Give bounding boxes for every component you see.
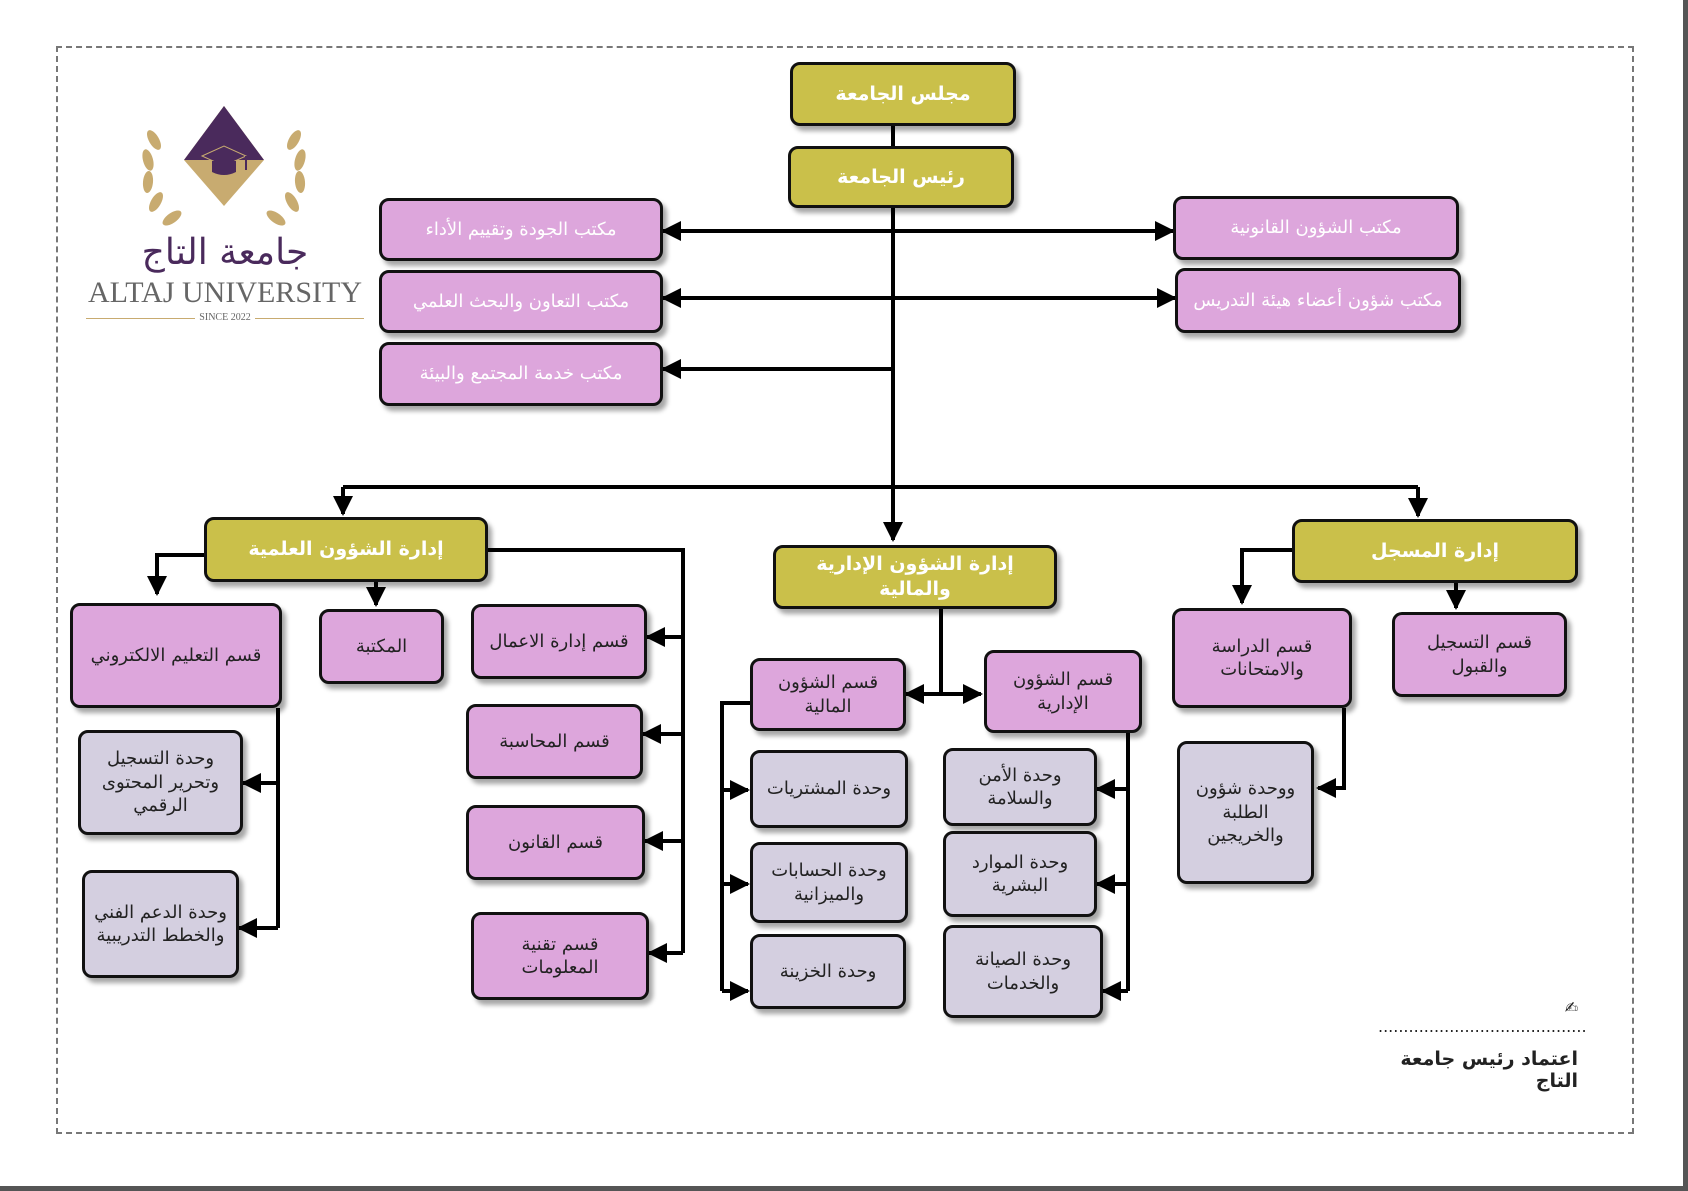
admin-finance-affairs-box: إدارة الشؤون الإدارية والمالية [773, 545, 1057, 609]
office-quality-box: مكتب الجودة وتقييم الأداء [379, 198, 663, 261]
financial-affairs-dept-box: قسم الشؤون المالية [750, 658, 906, 731]
university-president-box: رئيس الجامعة [788, 146, 1014, 208]
library-box: المكتبة [319, 609, 444, 684]
altaj-university-logo: جامعة التاج ALTAJ UNIVERSITY SINCE 2022 [84, 100, 366, 330]
logo-emblem-icon [142, 106, 306, 226]
dashed-page-border [56, 46, 1634, 1134]
university-council-box: مجلس الجامعة [790, 62, 1016, 126]
logo-english-name: ALTAJ UNIVERSITY [88, 276, 362, 309]
scientific-affairs-box: إدارة الشؤون العلمية [204, 517, 488, 582]
office-community-service-box: مكتب خدمة المجتمع والبيئة [379, 342, 663, 406]
signature-line: ✍ ......................................… [1378, 998, 1587, 1036]
elearning-unit-support-box: وحدة الدعم الفني والخطط التدريبية [82, 870, 239, 978]
office-cooperation-research-box: مكتب التعاون والبحث العلمي [379, 270, 663, 333]
unit-security-safety-box: وحدة الأمن والسلامة [943, 748, 1097, 826]
administrative-affairs-dept-box: قسم الشؤون الإدارية [984, 650, 1142, 733]
registration-admission-dept-box: قسم التسجيل والقبول [1392, 612, 1567, 697]
studies-exams-dept-box: قسم الدراسة والامتحانات [1172, 608, 1352, 708]
unit-accounts-budget-box: وحدة الحسابات والميزانية [750, 842, 908, 923]
registrar-box: إدارة المسجل [1292, 519, 1578, 583]
dept-accounting-box: قسم المحاسبة [466, 704, 643, 779]
dept-it-box: قسم تقنية المعلومات [471, 912, 649, 1000]
signature-label: اعتماد رئيس جامعة التاج [1400, 1048, 1578, 1092]
elearning-unit-registration-box: وحدة التسجيل وتحرير المحتوى الرقمي [78, 730, 243, 835]
logo-since: SINCE 2022 [195, 312, 255, 323]
unit-treasury-box: وحدة الخزينة [750, 934, 906, 1009]
unit-maintenance-services-box: وحدة الصيانة والخدمات [943, 925, 1103, 1018]
logo-arabic-name: جامعة التاج [141, 232, 309, 273]
office-faculty-affairs-box: مكتب شؤون أعضاء هيئة التدريس [1175, 268, 1461, 333]
office-legal-affairs-box: مكتب الشؤون القانونية [1173, 196, 1459, 260]
elearning-department-box: قسم التعليم الالكتروني [70, 603, 282, 708]
students-graduates-unit-box: ووحدة شؤون الطلبة والخريجين [1177, 741, 1314, 884]
dept-business-admin-box: قسم إدارة الاعمال [471, 604, 647, 679]
unit-procurement-box: وحدة المشتريات [750, 750, 908, 828]
unit-human-resources-box: وحدة الموارد البشرية [943, 831, 1097, 917]
dept-law-box: قسم القانون [466, 805, 645, 880]
